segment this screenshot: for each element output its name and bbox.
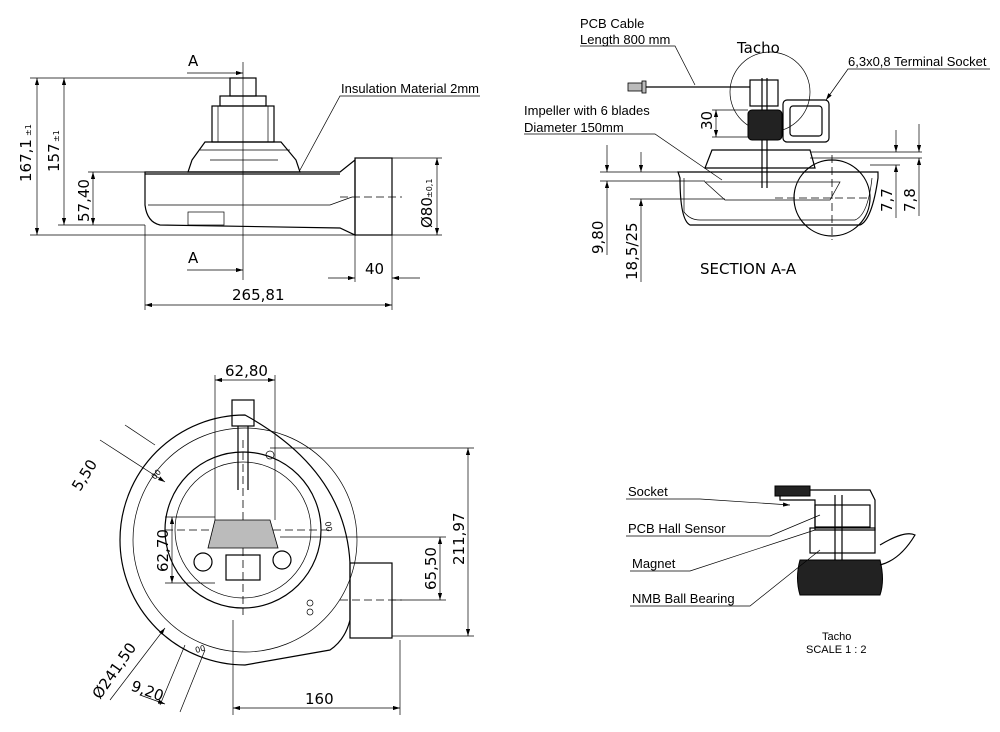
tacho-detail-title: Tacho <box>822 631 851 643</box>
dim-outlet-diameter: Ø80 ±0,1 <box>418 179 436 228</box>
section-view: PCB Cable Length 800 mm Tacho 6,3x0,8 Te… <box>524 16 990 282</box>
dim-30: 30 <box>698 111 716 130</box>
dim-160: 160 <box>305 690 334 708</box>
top-view: 00 00 00 62,80 5,50 62,70 65,50 211,97 Ø… <box>68 362 474 715</box>
ball-bearing-callout: NMB Ball Bearing <box>630 549 821 607</box>
svg-text:±1: ±1 <box>52 130 61 142</box>
svg-text:157: 157 <box>45 143 63 172</box>
housing-side <box>144 157 393 236</box>
motor-side <box>187 77 301 173</box>
section-title: SECTION A-A <box>700 260 797 278</box>
section-mark: A <box>188 249 199 267</box>
impeller-label: Impeller with 6 blades <box>524 103 650 118</box>
pcb-cable-label: PCB Cable <box>580 16 644 31</box>
dim-18-5-25: 18,5/25 <box>623 222 641 280</box>
dim-9-80: 9,80 <box>589 221 607 254</box>
dim-total-height: 167,1 ±1 <box>17 124 35 182</box>
socket-callout: Socket <box>626 484 791 507</box>
section-arrow-top: A <box>187 52 243 76</box>
magnet-callout: Magnet <box>630 529 816 572</box>
svg-text:±0,1: ±0,1 <box>425 179 434 198</box>
housing-top <box>119 414 351 666</box>
socket-label: Socket <box>628 484 668 499</box>
pcb-hall-sensor-callout: PCB Hall Sensor <box>626 514 821 537</box>
connector <box>231 399 255 427</box>
svg-text:Ø80: Ø80 <box>418 197 436 228</box>
dim-height: 157 ±1 <box>45 130 63 172</box>
dim-5-50: 5,50 <box>68 456 101 494</box>
section-arrow-bottom: A <box>187 249 243 273</box>
pcb-cable-length-label: Length 800 mm <box>580 32 670 47</box>
svg-text:±1: ±1 <box>24 124 33 136</box>
pcb-cable-callout: PCB Cable Length 800 mm <box>580 16 696 86</box>
ball-bearing-label: NMB Ball Bearing <box>632 591 735 606</box>
terminal-socket-callout: 6,3x0,8 Terminal Socket <box>825 54 990 101</box>
dim-7-7: 7,7 <box>878 188 896 212</box>
insulation-callout: Insulation Material 2mm <box>299 81 480 171</box>
terminal-socket <box>782 99 830 143</box>
marking: 00 <box>194 644 206 655</box>
outlet-top <box>349 562 393 639</box>
dim-62-80: 62,80 <box>225 362 268 380</box>
pcb-hall-sensor-label: PCB Hall Sensor <box>628 521 726 536</box>
impeller-diameter-label: Diameter 150mm <box>524 120 624 135</box>
dim-65-50: 65,50 <box>422 547 440 590</box>
svg-text:167,1: 167,1 <box>17 139 35 182</box>
dim-62-70: 62,70 <box>154 529 172 572</box>
dim-total-width: 265,81 <box>232 286 285 304</box>
dim-211-97: 211,97 <box>450 513 468 566</box>
dim-outlet-length: 40 <box>365 260 384 278</box>
section-mark: A <box>188 52 199 70</box>
insulation-label: Insulation Material 2mm <box>341 81 479 96</box>
impeller-callout: Impeller with 6 blades Diameter 150mm <box>524 103 723 181</box>
tacho-detail-scale: SCALE 1 : 2 <box>806 644 867 656</box>
dim-9-20: 9,20 <box>129 677 167 705</box>
dim-housing-height: 57,40 <box>75 179 93 222</box>
magnet-label: Magnet <box>632 556 676 571</box>
side-view: A A Insulation Material 2mm 167,1 ±1 157… <box>17 52 480 310</box>
dim-7-8: 7,8 <box>901 188 919 212</box>
tacho-detail: Socket PCB Hall Sensor Magnet NMB Ball B… <box>626 484 916 656</box>
terminal-socket-label: 6,3x0,8 Terminal Socket <box>848 54 987 69</box>
tacho-label: Tacho <box>736 39 780 57</box>
marking: 00 <box>323 521 334 533</box>
